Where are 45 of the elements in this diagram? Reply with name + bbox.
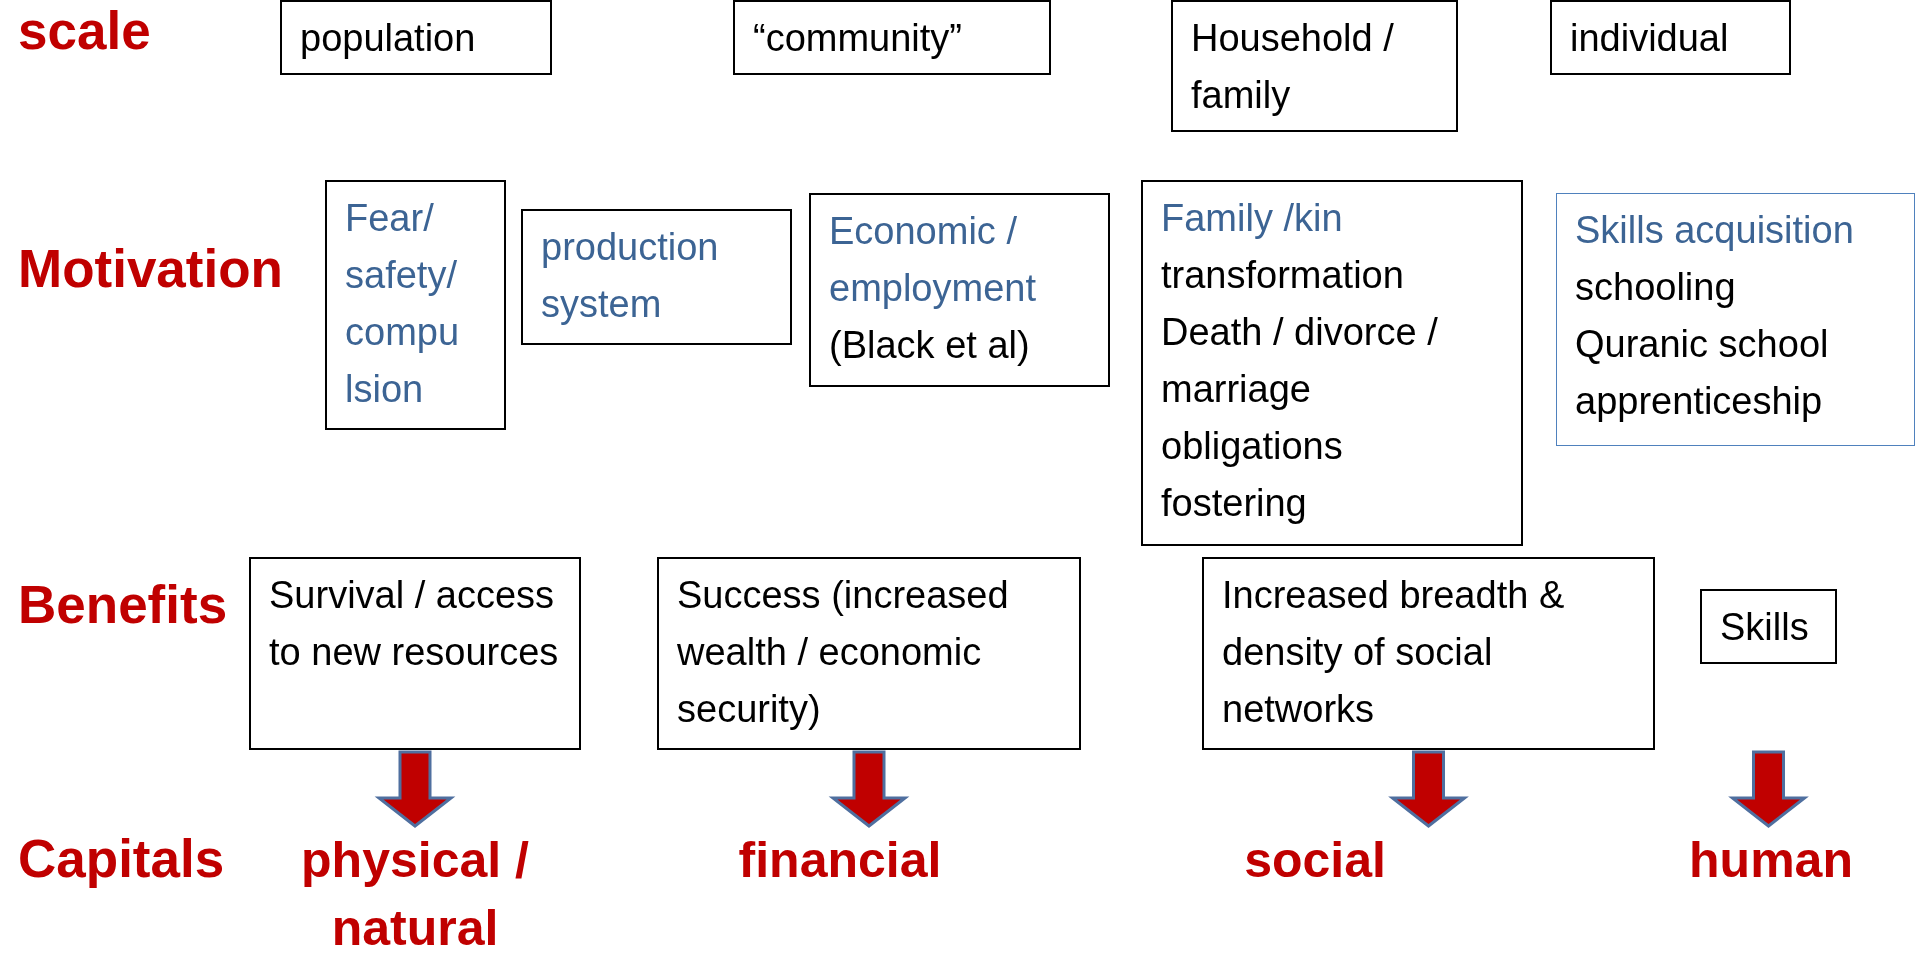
text-box: [1171, 0, 1458, 132]
text-box: [1556, 193, 1915, 446]
row-label: Motivation: [18, 238, 283, 299]
row-label: Benefits: [18, 574, 228, 635]
capital-label: physical / natural: [300, 831, 530, 958]
box-text: schooling: [1575, 265, 1737, 310]
text-box: [325, 180, 506, 430]
box-text: Quranic school: [1575, 322, 1830, 367]
box-text: production system: [541, 225, 720, 327]
box-text: Family /kin: [1161, 196, 1344, 241]
box-text: individual: [1570, 16, 1730, 61]
row-label: scale: [18, 0, 151, 61]
box-text: (Black et al): [829, 323, 1031, 368]
text-box: [249, 557, 581, 750]
text-box: [521, 209, 792, 345]
text-box: [657, 557, 1081, 750]
box-text: Skills: [1720, 605, 1810, 650]
text-box: [1202, 557, 1655, 750]
text-box: [280, 0, 552, 75]
block-arrow: [828, 750, 910, 828]
box-text: population: [300, 16, 477, 61]
box-text: Increased breadth & density of social networks: [1222, 573, 1566, 732]
capital-label: human: [1688, 831, 1854, 890]
text-box: [1550, 0, 1791, 75]
box-text: obligations: [1161, 424, 1344, 469]
box-text: Skills acquisition: [1575, 208, 1855, 253]
box-text: Success (increased wealth / economic security): [677, 573, 1010, 732]
text-box: [1700, 589, 1837, 664]
box-text: “community”: [753, 16, 964, 61]
box-text: Fear/ safety/ compu lsion: [345, 196, 461, 412]
box-text: Survival / access to new resources: [269, 573, 560, 675]
block-arrow: [374, 750, 456, 828]
box-text: fostering: [1161, 481, 1308, 526]
capital-label: financial: [737, 831, 943, 890]
box-text: Economic / employment: [829, 209, 1037, 311]
block-arrow: [1388, 750, 1469, 828]
capital-label: social: [1243, 831, 1387, 890]
text-box: [809, 193, 1110, 387]
box-text: Household / family: [1191, 16, 1395, 118]
box-text: apprenticeship: [1575, 379, 1824, 424]
box-text: transformation: [1161, 253, 1405, 298]
block-arrow: [1728, 750, 1809, 828]
row-label: Capitals: [18, 828, 225, 889]
text-box: [1141, 180, 1523, 546]
text-box: [733, 0, 1051, 75]
